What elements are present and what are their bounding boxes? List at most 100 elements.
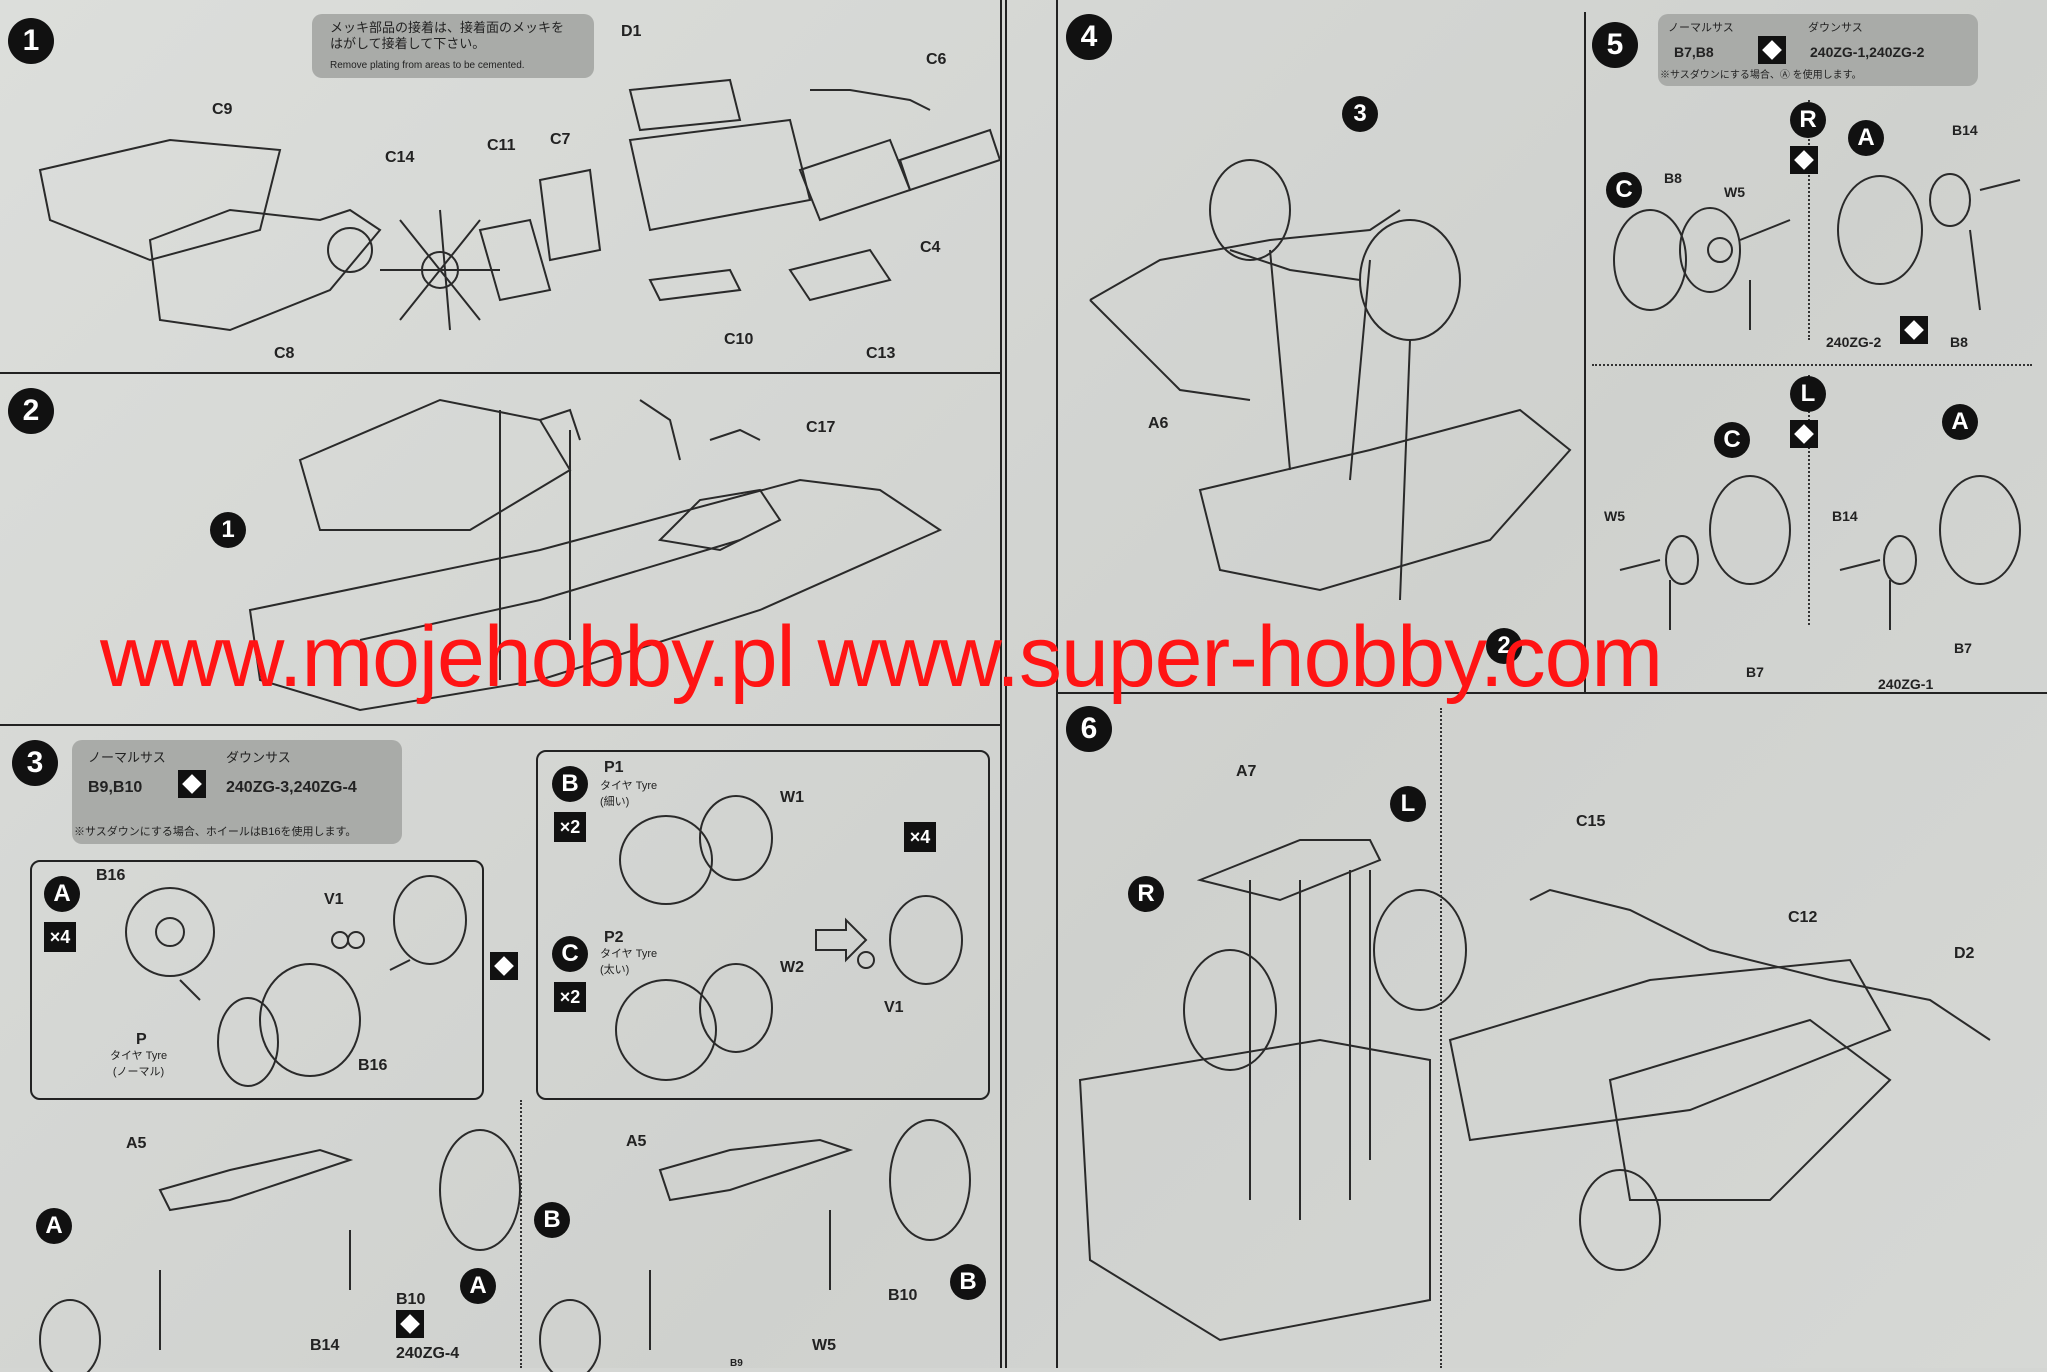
step3-v1-right: V1 xyxy=(884,999,904,1016)
step3-box-b-letter: B xyxy=(552,766,588,802)
part-c13: C13 xyxy=(866,345,896,362)
step2-chassis-drawing xyxy=(248,398,943,712)
step3-legend-down: ダウンサス xyxy=(226,750,291,765)
step3-legend-box xyxy=(72,740,402,844)
step3-box-a-b16-bottom: B16 xyxy=(358,1057,388,1074)
step5-dotted-divider xyxy=(1592,364,2032,366)
step6-left-border xyxy=(1056,0,1058,1368)
left-frame-right xyxy=(1000,0,1002,1368)
step-1-number: 1 xyxy=(8,18,54,64)
step5-legend-normal: ノーマルサス xyxy=(1668,22,1734,34)
step3-note: ※サスダウンにする場合、ホイールはB16を使用します。 xyxy=(74,826,357,838)
center-divider xyxy=(1005,0,1007,1368)
step3-down-parts: 240ZG-3,240ZG-4 xyxy=(226,779,357,796)
step3-swap-icon xyxy=(178,770,206,798)
step3-lower-a-b14: B14 xyxy=(310,1337,340,1354)
step6-part-d2: D2 xyxy=(1954,945,1975,962)
step6-letter-l: L xyxy=(1390,786,1426,822)
step3-lower-a-swap xyxy=(396,1310,424,1338)
step3-lower-b-b9: B9 xyxy=(730,1358,743,1369)
step3-lower-b-w5: W5 xyxy=(812,1337,836,1354)
step5-top-letter-a: A xyxy=(1848,120,1884,156)
step5-dotted-vertical-bottom xyxy=(1808,375,1810,625)
part-c11: C11 xyxy=(487,137,516,154)
step4-part-a6: A6 xyxy=(1148,415,1169,432)
watermark: www.mojehobby.pl www.super-hobby.com xyxy=(100,609,1663,705)
step6-part-c15: C15 xyxy=(1576,813,1606,830)
step3-box-b-tyre: タイヤ Tyre (細い) xyxy=(600,780,658,808)
step5-normal-parts: B7,B8 xyxy=(1674,44,1714,60)
step6-letter-r: R xyxy=(1128,876,1164,912)
step5-top-letter-r: R xyxy=(1790,102,1826,138)
step3-lower-b-letter-right: B xyxy=(950,1264,986,1300)
plating-warning-jp: メッキ部品の接着は、接着面のメッキを はがして接着して下さい。 xyxy=(330,20,565,51)
step5-bottom-drawing xyxy=(1619,475,2021,630)
step6-part-c12: C12 xyxy=(1788,909,1818,926)
step3-lower-a-drawing xyxy=(39,1129,521,1372)
step5-top-swap xyxy=(1790,146,1818,174)
step3-lower-a-a5: A5 xyxy=(126,1135,147,1152)
step3-legend-normal: ノーマルサス xyxy=(88,750,166,765)
part-c4: C4 xyxy=(920,239,941,256)
step-5-number: 5 xyxy=(1592,22,1638,68)
step-4-number: 4 xyxy=(1066,14,1112,60)
step5-swap-icon xyxy=(1758,36,1786,64)
step3-box-b-p1: P1 xyxy=(604,759,624,776)
step5-top-b8-right: B8 xyxy=(1950,334,1968,350)
step5-bottom-swap xyxy=(1790,420,1818,448)
step3-box-b-w1: W1 xyxy=(780,789,804,806)
part-d1: D1 xyxy=(621,23,642,40)
divider-4-6 xyxy=(1056,692,2047,694)
step3-box-c-letter: C xyxy=(552,936,588,972)
step3-lower-a-letter: A xyxy=(36,1208,72,1244)
divider-4-5 xyxy=(1584,12,1586,692)
step4-suspension-drawing xyxy=(1089,159,1572,601)
step3-lower-b-drawing xyxy=(539,1119,971,1372)
step3-box-b-mult: ×2 xyxy=(554,812,586,842)
step3-box-a-v1: V1 xyxy=(324,891,344,908)
step3-box-bc xyxy=(536,750,990,1100)
step3-lower-b-a5: A5 xyxy=(626,1133,647,1150)
part-c6: C6 xyxy=(926,51,947,68)
step5-bottom-b14: B14 xyxy=(1832,508,1858,524)
step3-normal-parts: B9,B10 xyxy=(88,779,143,796)
divider-2-3 xyxy=(0,724,1002,726)
step3-box-bc-drawing xyxy=(615,795,963,1081)
step4-callout-3: 3 xyxy=(1342,96,1378,132)
step3-box-a-tyre: タイヤ Tyre (ノーマル) xyxy=(110,1050,168,1078)
step3-box-a-mult: ×4 xyxy=(44,922,76,952)
step5-legend-box xyxy=(1658,14,1978,86)
step5-dotted-vertical-top xyxy=(1808,100,1810,340)
step6-dotted-vertical xyxy=(1440,708,1442,1368)
step-6-number: 6 xyxy=(1066,706,1112,752)
step5-top-swap-2 xyxy=(1900,316,1928,344)
step5-bottom-b7-right: B7 xyxy=(1954,640,1972,656)
step3-box-c-w2: W2 xyxy=(780,959,804,976)
step5-bottom-b7-left: B7 xyxy=(1746,664,1764,680)
step6-chassis-drawing xyxy=(1078,839,1991,1342)
step5-bottom-letter-a: A xyxy=(1942,404,1978,440)
step3-lower-a-letter-right: A xyxy=(460,1268,496,1304)
step4-callout-2: 2 xyxy=(1486,628,1522,664)
step3-box-a-p: P xyxy=(136,1031,147,1048)
step3-box-a-drawing xyxy=(125,875,467,1087)
step5-note: ※サスダウンにする場合、Ⓐ を使用します。 xyxy=(1660,70,1862,81)
part-c10: C10 xyxy=(724,331,754,348)
step5-bottom-letter-c: C xyxy=(1714,422,1750,458)
step5-bottom-240zg1: 240ZG-1 xyxy=(1878,676,1934,692)
part-c7: C7 xyxy=(550,131,571,148)
step3-box-a-letter: A xyxy=(44,876,80,912)
step5-bottom-letter-l: L xyxy=(1790,376,1826,412)
step5-legend-down: ダウンサス xyxy=(1808,22,1863,34)
step3-lower-b-b10: B10 xyxy=(888,1287,918,1304)
plating-warning-en: Remove plating from areas to be cemented… xyxy=(330,60,525,71)
step5-bottom-w5: W5 xyxy=(1604,508,1625,524)
step3-box-a xyxy=(30,860,484,1100)
step3-box-a-b16-top: B16 xyxy=(96,867,126,884)
step3-box-c-p2: P2 xyxy=(604,929,624,946)
step3-mult-4: ×4 xyxy=(904,822,936,852)
step5-top-b8: B8 xyxy=(1664,170,1682,186)
step3-lower-b-letter: B xyxy=(534,1202,570,1238)
part-c17: C17 xyxy=(806,419,836,436)
